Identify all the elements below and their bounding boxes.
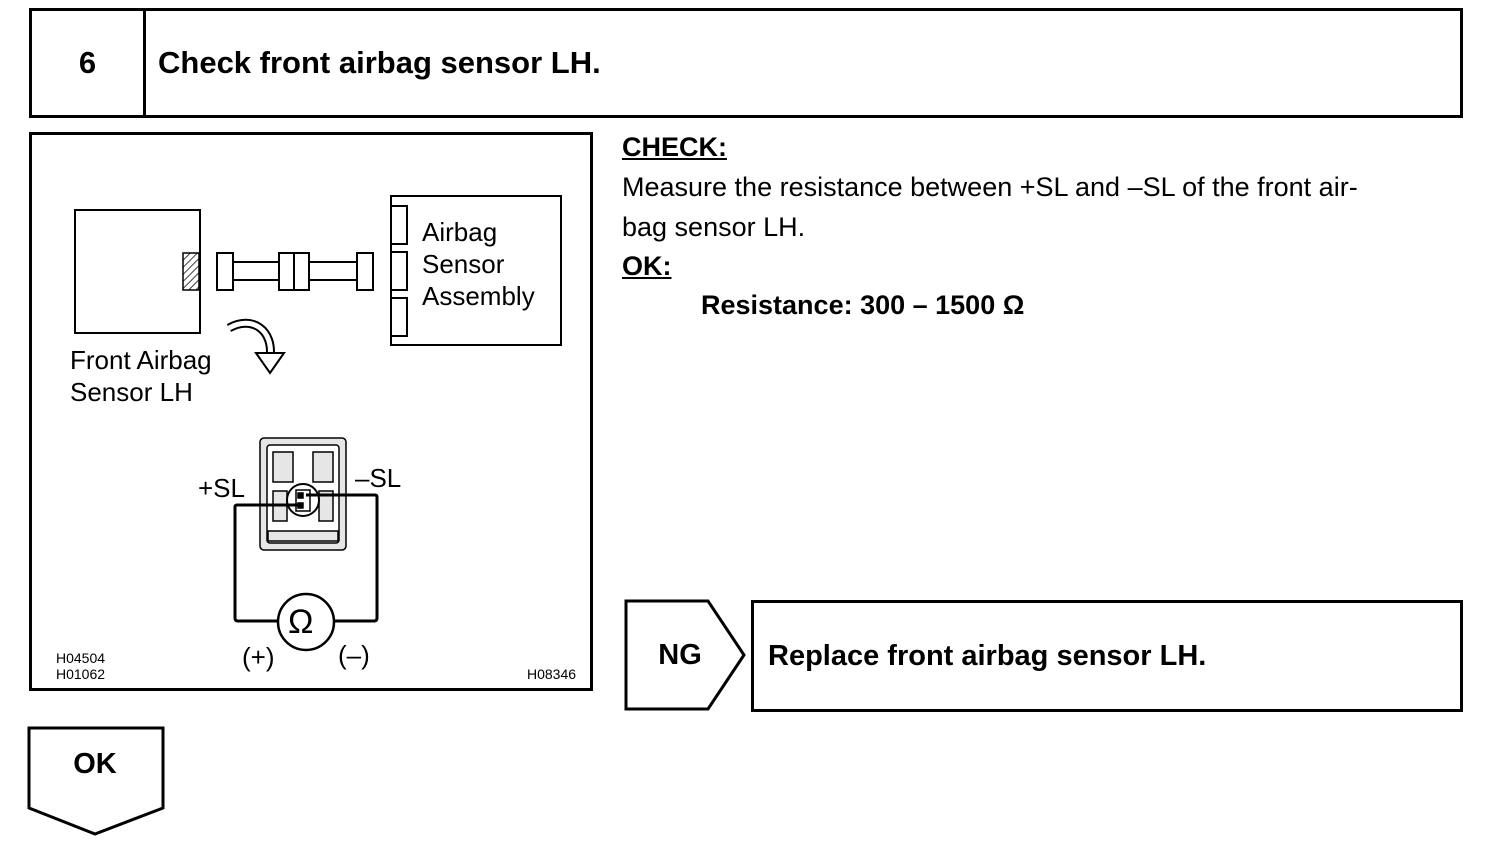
meter-leads [233, 493, 379, 623]
plus-terminal-label: +SL [198, 473, 245, 503]
front-sensor-label: Front Airbag Sensor LH [70, 345, 212, 407]
step-title: Check front airbag sensor LH. [158, 45, 601, 80]
step-number: 6 [32, 11, 146, 115]
ng-action-box: Replace front airbag sensor LH. [751, 600, 1463, 712]
ohmmeter [276, 592, 336, 652]
connector-diagram [74, 195, 562, 652]
minus-terminal-label: –SL [355, 463, 402, 493]
wire-harness [216, 252, 374, 291]
check-text-line2: bag sensor LH. [622, 212, 806, 242]
ng-tag: NG [624, 599, 748, 711]
ohm-symbol: Ω [288, 603, 314, 641]
check-text-line1: Measure the resistance between +SL and –… [622, 172, 1358, 202]
sensor-connector-hatch [182, 252, 200, 291]
ng-label: NG [658, 638, 702, 671]
resistance-spec: Resistance: 300 – 1500 Ω [701, 290, 1025, 320]
meter-minus-label: (–) [338, 640, 370, 670]
figure-code: H08346 [527, 666, 577, 682]
ng-arrow-shape [624, 599, 746, 711]
ng-action-text: Replace front airbag sensor LH. [768, 639, 1207, 672]
ok-arrow-shape [27, 726, 165, 836]
front-sensor-body [74, 209, 201, 334]
ok-tag: OK [27, 726, 167, 838]
airbag-assembly-label: Airbag Sensor Assembly [422, 217, 535, 311]
meter-plus-label: (+) [242, 642, 275, 672]
figure-code: H01062 [56, 666, 106, 682]
assembly-connectors [390, 205, 408, 337]
illustration-panel: Airbag Sensor Assembly Front Airbag Sens… [29, 132, 593, 691]
ok-label: OK [73, 748, 117, 780]
airbag-assembly-body [390, 195, 562, 346]
step-header: 6 Check front airbag sensor LH. [29, 8, 1463, 118]
figure-code: H04504 [56, 650, 106, 666]
check-heading: CHECK: [622, 132, 727, 162]
ok-heading: OK: [622, 251, 672, 281]
